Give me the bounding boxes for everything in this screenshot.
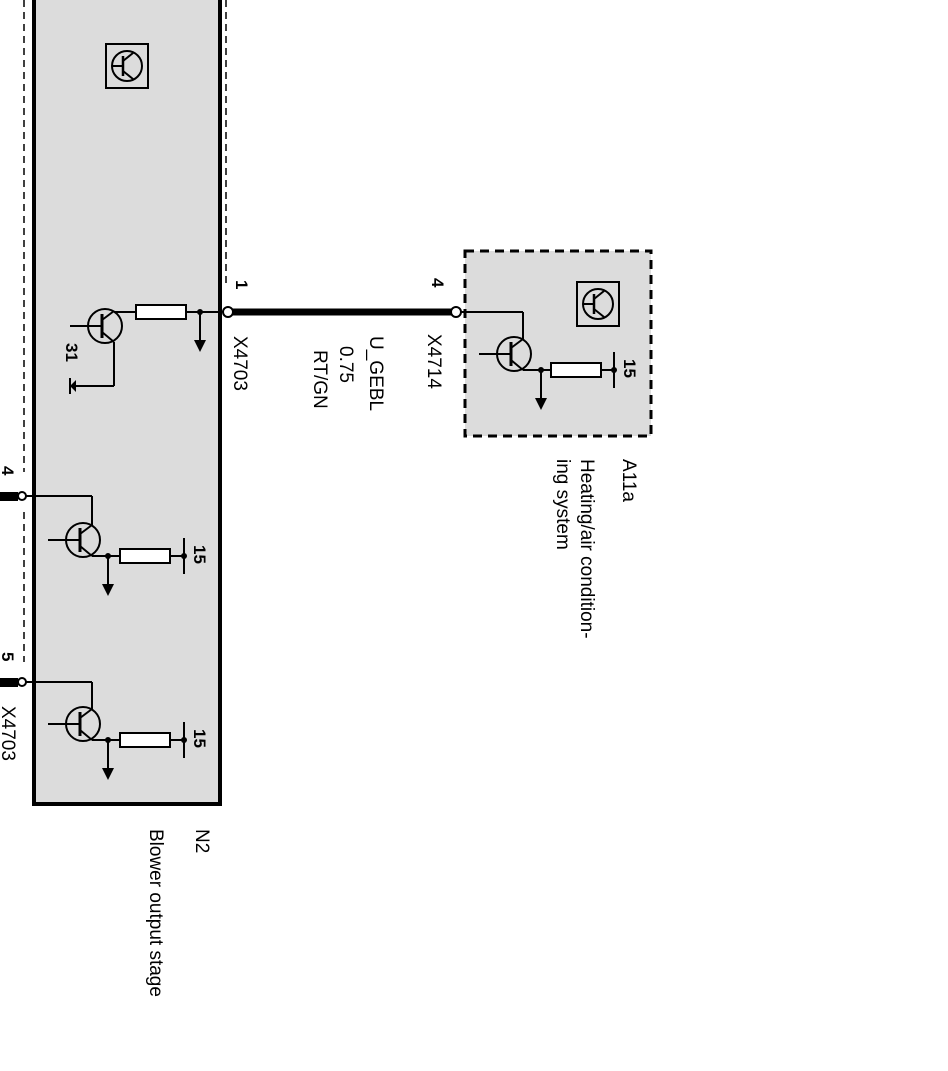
pin-4-label: 4 (0, 466, 17, 476)
pin-n2-1-contact (222, 306, 234, 318)
n2-resistor-3 (119, 732, 171, 748)
a11a-name-label-line1: Heating/air condition- (576, 459, 597, 639)
n2-transistor-1: 31 (62, 304, 222, 394)
n2-name-label: Blower output stage (145, 829, 166, 997)
signal-name-label: U_GEBL (365, 336, 386, 411)
color-code-label: RT/GN (309, 350, 330, 409)
n2-resistor-1 (135, 304, 187, 320)
supply-terminal-label-3: 15 (190, 729, 209, 748)
a11a-resistor (550, 362, 602, 378)
connector-n2-label: X4703 (229, 336, 250, 391)
n2-pin-5-wire: 5 X4703 (0, 652, 27, 761)
supply-terminal-label-2: 15 (190, 545, 209, 564)
ground-terminal-label: 31 (62, 343, 81, 362)
pin-n2-1-label: 1 (232, 280, 251, 289)
n2-module: 31 15 (0, 0, 227, 806)
pin-a11a-4-contact (450, 306, 462, 318)
connector-a11a-label: X4714 (423, 334, 444, 389)
connector-bottom-label: X4703 (0, 706, 18, 761)
component-labels: N2 Blower output stage A11a Heating/air … (145, 459, 639, 997)
n2-pin-4-wire: 4 (0, 466, 27, 501)
pin-a11a-4-label: 4 (428, 278, 447, 288)
n2-transistor-2: 15 (22, 495, 209, 596)
a11a-transistor: 15 (461, 311, 639, 410)
pin-5-label: 5 (0, 652, 17, 661)
a11a-module: 15 (461, 249, 653, 438)
a11a-name-label-line2: ing system (552, 459, 573, 550)
a11a-electronics-icon (576, 281, 620, 327)
a11a-module-box (463, 249, 653, 438)
n2-transistor-3: 15 (22, 681, 209, 780)
n2-code-label: N2 (191, 829, 212, 853)
wire-u-gebl: 1 X4703 4 X4714 U_GEBL 0.75 RT/GN (222, 278, 462, 411)
n2-module-box (32, 0, 222, 806)
a11a-code-label: A11a (618, 459, 639, 502)
n2-electronics-icon (105, 43, 149, 89)
n2-resistor-2 (119, 548, 171, 564)
cross-section-label: 0.75 (335, 346, 356, 383)
a11a-supply-terminal-label: 15 (620, 359, 639, 378)
